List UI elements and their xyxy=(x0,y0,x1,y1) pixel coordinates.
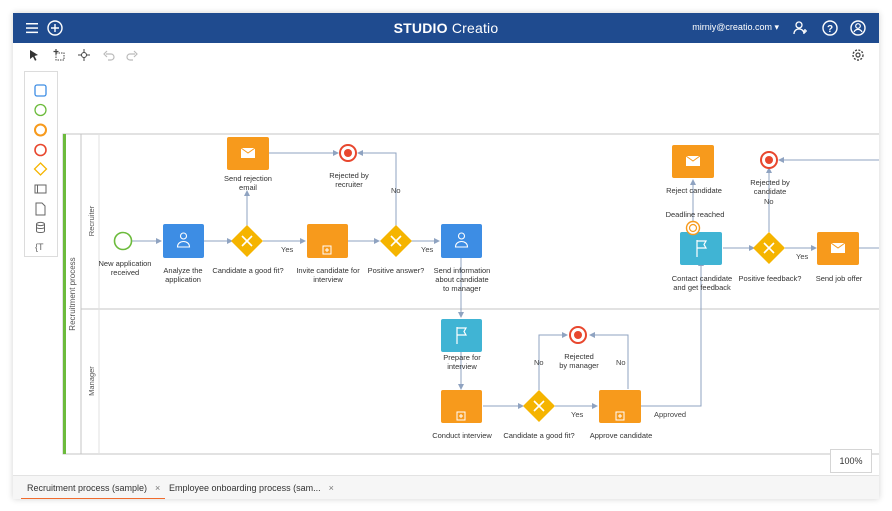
undo-icon[interactable] xyxy=(102,48,116,62)
gateway-candidate-fit-2[interactable] xyxy=(523,390,555,422)
gateway-positive-feedback[interactable] xyxy=(753,232,785,264)
gateway-3-label: Candidate a good fit? xyxy=(503,431,574,440)
subprocess-approve-candidate[interactable] xyxy=(599,390,641,423)
lane-label-recruiter: Recruiter xyxy=(87,205,96,236)
app-title: STUDIO Creatio xyxy=(393,20,499,36)
flow-label-yes-1: Yes xyxy=(281,245,293,254)
profile-icon[interactable] xyxy=(849,19,867,37)
palette-intermediate-event-icon[interactable] xyxy=(34,123,47,137)
timer-boundary-event[interactable] xyxy=(685,220,701,236)
add-element-icon[interactable] xyxy=(52,48,66,62)
top-bar: STUDIO Creatio mirniy@creatio.com ▾ ? xyxy=(13,13,879,43)
email-icon xyxy=(685,155,701,166)
gateway-candidate-fit-1[interactable] xyxy=(231,225,263,257)
process-tabs: Recruitment process (sample)× Employee o… xyxy=(13,475,879,499)
end-event-rejected-candidate[interactable] xyxy=(760,151,778,169)
palette-lane-icon[interactable] xyxy=(34,184,47,194)
flow-label-yes-4: Yes xyxy=(796,252,808,261)
connect-icon[interactable] xyxy=(77,48,91,62)
zoom-level[interactable]: 100% xyxy=(830,449,872,473)
add-icon[interactable] xyxy=(46,19,64,37)
task-contact-candidate[interactable] xyxy=(680,232,722,265)
flow-label-no-4: No xyxy=(764,197,774,206)
redo-icon[interactable] xyxy=(125,48,139,62)
flow-label-no-2: No xyxy=(534,358,544,367)
end-event-rejected-manager[interactable] xyxy=(569,326,587,344)
flag-icon xyxy=(696,240,708,257)
user-task-icon xyxy=(176,232,191,248)
user-task-icon xyxy=(454,232,469,248)
task-conduct-label: Conduct interview xyxy=(432,431,492,440)
task-reject-candidate[interactable] xyxy=(672,145,714,178)
tab-close-icon[interactable]: × xyxy=(155,483,161,493)
flag-icon xyxy=(456,327,468,344)
palette-start-event-icon[interactable] xyxy=(34,103,47,117)
menu-icon[interactable] xyxy=(23,19,41,37)
pool-label: Recruitment process xyxy=(68,257,77,330)
start-event[interactable] xyxy=(113,231,133,251)
add-user-icon[interactable] xyxy=(791,19,809,37)
subprocess-invite-candidate[interactable] xyxy=(307,224,348,258)
app-window: STUDIO Creatio mirniy@creatio.com ▾ ? xyxy=(13,13,879,499)
bpmn-diagram: Recruitment process Recruiter Manager xyxy=(62,133,879,455)
gateway-4-label: Positive feedback? xyxy=(739,274,802,283)
flow-label-approved: Approved xyxy=(654,410,686,419)
task-reject-candidate-label: Reject candidate xyxy=(666,186,722,195)
end-event-rejected-recruiter[interactable] xyxy=(339,144,357,162)
tab-employee-onboarding[interactable]: Employee onboarding process (sam...× xyxy=(169,483,334,493)
tab-close-icon[interactable]: × xyxy=(328,483,334,493)
help-icon[interactable]: ? xyxy=(821,19,839,37)
svg-text:?: ? xyxy=(827,24,833,35)
svg-text:{T: {T xyxy=(35,242,44,252)
gateway-2-label: Positive answer? xyxy=(368,266,425,275)
tab-recruitment-process[interactable]: Recruitment process (sample)× xyxy=(21,480,165,499)
task-approve-label: Approve candidate xyxy=(590,431,653,440)
flow-label-yes-3: Yes xyxy=(571,410,583,419)
email-icon xyxy=(240,147,256,158)
user-email-menu[interactable]: mirniy@creatio.com ▾ xyxy=(692,22,779,32)
settings-icon[interactable] xyxy=(851,48,865,62)
task-send-information[interactable] xyxy=(441,224,482,258)
palette-text-annotation-icon[interactable]: {T xyxy=(35,242,44,252)
diagram-canvas[interactable]: {T Recruitment process Recruiter Manager xyxy=(13,68,879,460)
gateway-positive-answer[interactable] xyxy=(380,225,412,257)
subprocess-conduct-interview[interactable] xyxy=(441,390,482,423)
subprocess-marker-icon xyxy=(615,411,625,421)
pointer-icon[interactable] xyxy=(27,48,41,62)
palette-gateway-icon[interactable] xyxy=(33,162,48,176)
subprocess-marker-icon xyxy=(322,245,332,255)
task-prepare-interview[interactable] xyxy=(441,319,482,352)
email-icon xyxy=(830,242,846,253)
flow-label-yes-2: Yes xyxy=(421,245,433,254)
designer-toolbar xyxy=(13,43,879,68)
palette-artifact-icon[interactable] xyxy=(35,202,46,216)
flow-label-no-3: No xyxy=(616,358,626,367)
palette-data-store-icon[interactable] xyxy=(36,221,45,233)
palette-task-icon[interactable] xyxy=(34,84,47,97)
flow-label-no-1: No xyxy=(391,186,401,195)
subprocess-marker-icon xyxy=(456,411,466,421)
palette-end-event-icon[interactable] xyxy=(34,143,47,157)
task-send-rejection-email[interactable] xyxy=(227,137,269,170)
element-palette: {T xyxy=(24,71,58,257)
task-send-offer-label: Send job offer xyxy=(816,274,863,283)
deadline-label: Deadline reached xyxy=(666,210,725,219)
task-send-job-offer[interactable] xyxy=(817,232,859,265)
gateway-1-label: Candidate a good fit? xyxy=(212,266,283,275)
lane-label-manager: Manager xyxy=(87,366,96,396)
task-analyze-application[interactable] xyxy=(163,224,204,258)
